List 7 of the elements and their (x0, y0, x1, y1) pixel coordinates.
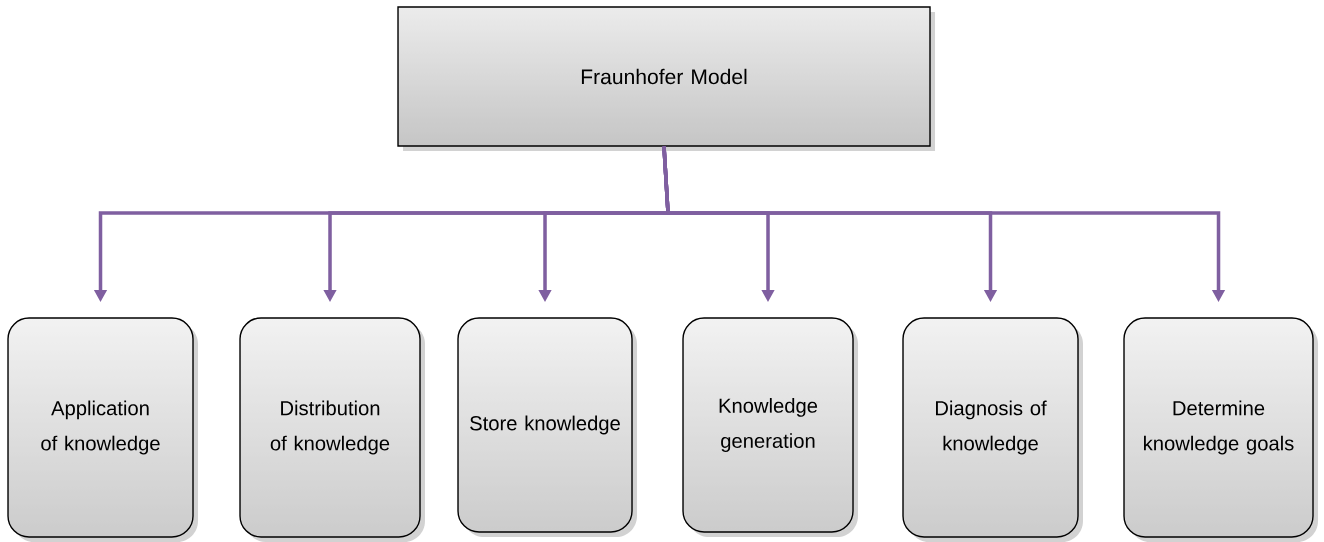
title-box: Fraunhofer Model (397, 6, 935, 151)
process-box: Determine knowledge goals (1123, 317, 1318, 542)
process-box: Store knowledge (457, 317, 637, 537)
process-box: Distribution of knowledge (239, 317, 425, 542)
process-box: Knowledge generation (682, 317, 858, 537)
process-box: Application of knowledge (7, 317, 198, 542)
process-box: Diagnosis of knowledge (902, 317, 1083, 542)
